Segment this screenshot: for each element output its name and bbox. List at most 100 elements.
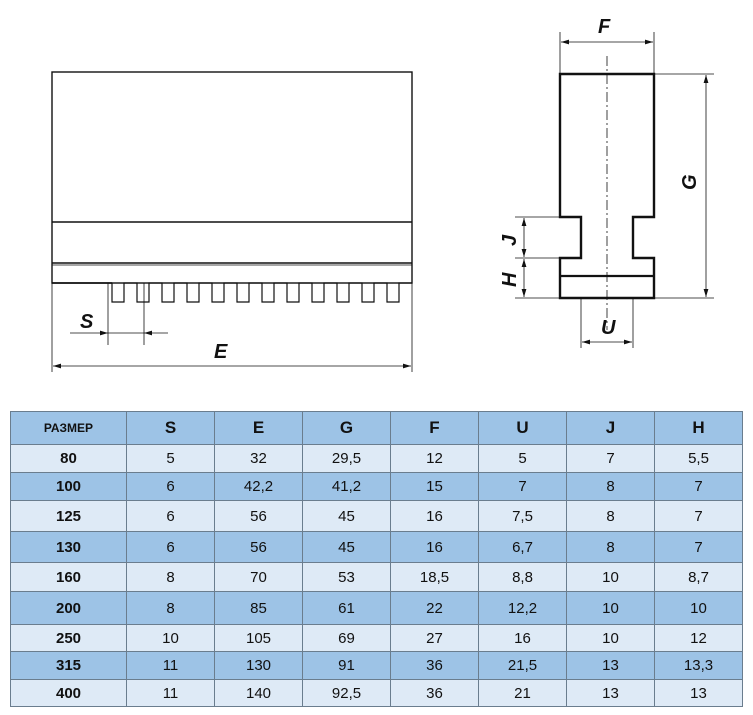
value-cell: 6 (126, 472, 215, 501)
value-cell: 56 (214, 500, 303, 532)
size-cell: 160 (10, 562, 127, 592)
value-cell: 13 (566, 679, 655, 707)
value-cell: 8,8 (478, 562, 567, 592)
value-cell: 12,2 (478, 591, 567, 625)
value-cell: 22 (390, 591, 479, 625)
size-cell: 80 (10, 444, 127, 473)
value-cell: 56 (214, 531, 303, 563)
value-cell: 7,5 (478, 500, 567, 532)
value-cell: 61 (302, 591, 391, 625)
value-cell: 7 (654, 531, 743, 563)
value-cell: 8 (566, 472, 655, 501)
value-cell: 10 (566, 562, 655, 592)
label-h: H (499, 272, 521, 287)
teeth (52, 282, 412, 303)
value-cell: 16 (478, 624, 567, 652)
value-cell: 8 (566, 500, 655, 532)
value-cell: 13 (566, 651, 655, 680)
size-cell: 250 (10, 624, 127, 652)
size-cell: 100 (10, 472, 127, 501)
column-header: J (566, 411, 655, 445)
value-cell: 140 (214, 679, 303, 707)
value-cell: 7 (566, 444, 655, 473)
value-cell: 13 (654, 679, 743, 707)
label-s: S (80, 311, 94, 333)
value-cell: 7 (478, 472, 567, 501)
value-cell: 32 (214, 444, 303, 473)
value-cell: 8 (126, 591, 215, 625)
value-cell: 10 (566, 624, 655, 652)
value-cell: 10 (654, 591, 743, 625)
column-header: РАЗМЕР (10, 411, 127, 445)
technical-drawing: S E F U G J H (51, 16, 714, 372)
value-cell: 10 (566, 591, 655, 625)
value-cell: 85 (214, 591, 303, 625)
value-cell: 70 (214, 562, 303, 592)
value-cell: 8 (566, 531, 655, 563)
column-header: E (214, 411, 303, 445)
column-header: H (654, 411, 743, 445)
value-cell: 5 (478, 444, 567, 473)
size-cell: 400 (10, 679, 127, 707)
value-cell: 21 (478, 679, 567, 707)
value-cell: 5 (126, 444, 215, 473)
label-g: G (679, 174, 701, 190)
value-cell: 36 (390, 651, 479, 680)
value-cell: 130 (214, 651, 303, 680)
label-e: E (214, 341, 228, 363)
column-header: F (390, 411, 479, 445)
value-cell: 16 (390, 500, 479, 532)
value-cell: 42,2 (214, 472, 303, 501)
value-cell: 36 (390, 679, 479, 707)
value-cell: 21,5 (478, 651, 567, 680)
value-cell: 10 (126, 624, 215, 652)
label-j: J (499, 234, 521, 246)
value-cell: 45 (302, 500, 391, 532)
size-cell: 200 (10, 591, 127, 625)
value-cell: 53 (302, 562, 391, 592)
front-view (51, 71, 413, 372)
value-cell: 92,5 (302, 679, 391, 707)
value-cell: 18,5 (390, 562, 479, 592)
value-cell: 7 (654, 500, 743, 532)
value-cell: 11 (126, 651, 215, 680)
value-cell: 12 (654, 624, 743, 652)
value-cell: 41,2 (302, 472, 391, 501)
value-cell: 15 (390, 472, 479, 501)
value-cell: 45 (302, 531, 391, 563)
value-cell: 7 (654, 472, 743, 501)
value-cell: 16 (390, 531, 479, 563)
column-header: G (302, 411, 391, 445)
value-cell: 6 (126, 531, 215, 563)
value-cell: 6,7 (478, 531, 567, 563)
size-cell: 130 (10, 531, 127, 563)
value-cell: 27 (390, 624, 479, 652)
side-view (515, 32, 714, 348)
rack-teeth (52, 282, 412, 303)
column-header: S (126, 411, 215, 445)
value-cell: 8 (126, 562, 215, 592)
size-cell: 315 (10, 651, 127, 680)
value-cell: 6 (126, 500, 215, 532)
value-cell: 91 (302, 651, 391, 680)
column-header: U (478, 411, 567, 445)
value-cell: 69 (302, 624, 391, 652)
value-cell: 13,3 (654, 651, 743, 680)
value-cell: 5,5 (654, 444, 743, 473)
label-f: F (598, 16, 611, 38)
value-cell: 8,7 (654, 562, 743, 592)
value-cell: 105 (214, 624, 303, 652)
value-cell: 11 (126, 679, 215, 707)
label-u: U (601, 317, 616, 339)
size-cell: 125 (10, 500, 127, 532)
